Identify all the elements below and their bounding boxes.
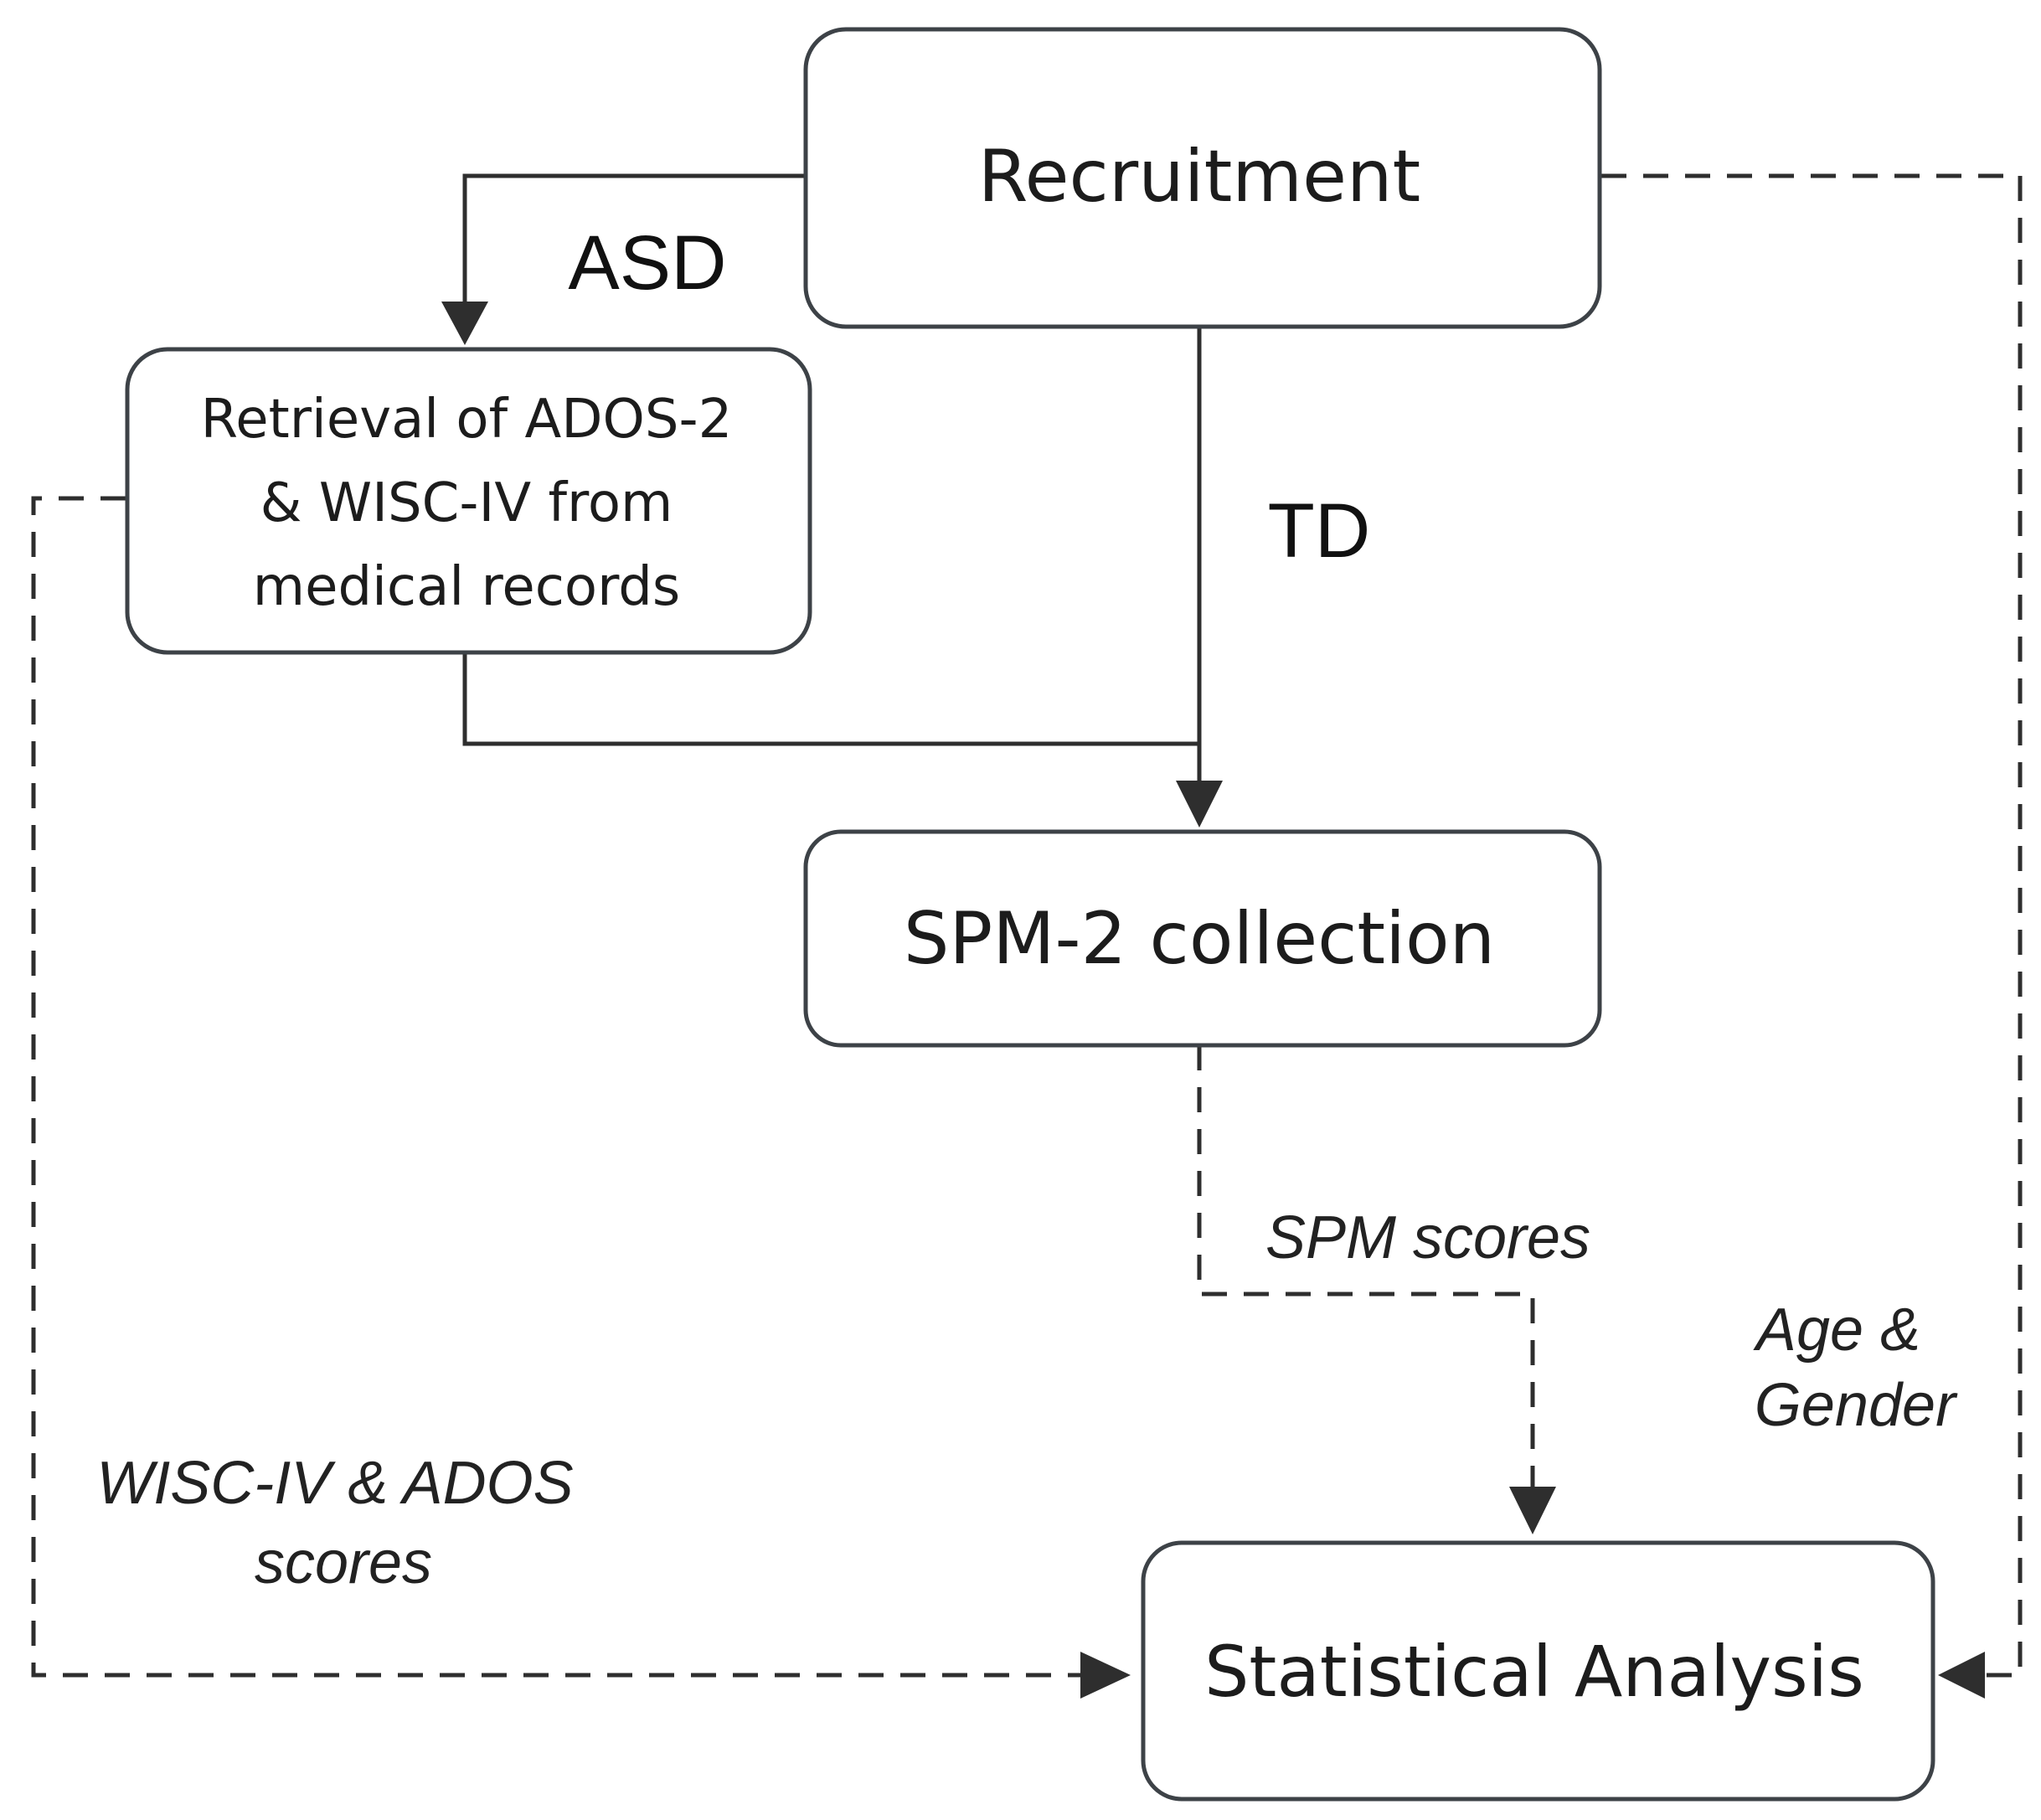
age-gender-label-line-1: Age & bbox=[1753, 1297, 1920, 1364]
asd-label: ASD bbox=[568, 220, 726, 306]
retrieval-label-line-2: & WISC-IV from bbox=[260, 472, 673, 534]
spm-scores-label: SPM scores bbox=[1265, 1204, 1590, 1271]
wisc-ados-connector bbox=[31, 496, 1085, 1678]
recruitment-label: Recruitment bbox=[978, 135, 1420, 219]
recruitment-node: Recruitment bbox=[803, 27, 1602, 329]
retrieval-to-spm-connector bbox=[462, 652, 1199, 746]
retrieval-node: Retrieval of ADOS-2 & WISC-IV from medic… bbox=[125, 347, 812, 655]
age-gender-arrowhead bbox=[1938, 1652, 1985, 1699]
td-label: TD bbox=[1268, 488, 1371, 574]
spm-scores-arrowhead bbox=[1509, 1487, 1556, 1534]
spm-scores-connector bbox=[1197, 1045, 1535, 1491]
asd-arrowhead bbox=[441, 302, 488, 345]
retrieval-label-line-1: Retrieval of ADOS-2 bbox=[201, 389, 733, 451]
spm-collection-node: SPM-2 collection bbox=[803, 829, 1602, 1048]
wisc-ados-arrowhead bbox=[1080, 1652, 1131, 1699]
age-gender-label-line-2: Gender bbox=[1755, 1372, 1958, 1439]
wisc-ados-label-line-2: scores bbox=[255, 1529, 432, 1596]
age-gender-connector bbox=[1601, 173, 2023, 1678]
statistical-analysis-label: Statistical Analysis bbox=[1204, 1631, 1864, 1713]
retrieval-label-line-3: medical records bbox=[253, 556, 680, 618]
statistical-analysis-node: Statistical Analysis bbox=[1141, 1540, 1935, 1802]
wisc-ados-label-line-1: WISC-IV & ADOS bbox=[96, 1450, 573, 1517]
td-arrowhead bbox=[1176, 781, 1223, 828]
asd-connector bbox=[462, 173, 804, 308]
spm-collection-label: SPM-2 collection bbox=[904, 897, 1495, 981]
